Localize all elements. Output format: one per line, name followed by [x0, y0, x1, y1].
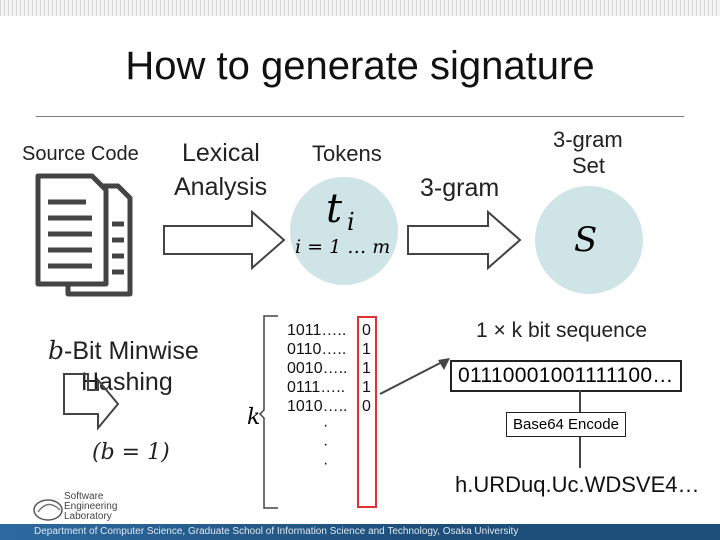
bit-row: 1011…..: [287, 322, 347, 339]
bit-value: 0: [362, 398, 371, 415]
three-gram-set-label-1: 3-gram: [553, 127, 623, 152]
dot: ·: [323, 455, 329, 472]
logo-line: Software: [64, 491, 104, 502]
dot: ·: [323, 417, 329, 434]
bit-sequence-label: 1 × k bit sequence: [476, 319, 648, 342]
bit-prefixes: 1011….. 0110….. 0010….. 0111….. 1010….. …: [287, 321, 359, 473]
bit-value: 1: [362, 379, 371, 396]
tokens-label: Tokens: [312, 141, 382, 166]
analysis-label: Analysis: [174, 173, 268, 201]
base64-encode-box: Base64 Encode: [506, 412, 626, 437]
token-t: t: [326, 186, 343, 232]
binary-string-box: 01110001001111100…: [450, 360, 682, 392]
minwise-text: -Bit Minwise: [64, 337, 199, 365]
lab-logo-icon: [33, 499, 63, 521]
set-symbol: S: [574, 220, 598, 260]
lexical-arrow: [163, 209, 286, 271]
top-stripes: [0, 0, 720, 16]
minwise-b: b: [48, 336, 65, 365]
logo-line: Laboratory: [64, 511, 112, 522]
three-gram-arrow: [407, 209, 522, 271]
minwise-arrow: [63, 373, 120, 431]
three-gram-set-label-2: Set: [572, 153, 606, 178]
footer-bar: Department of Computer Science, Graduate…: [0, 524, 720, 540]
lexical-label: Lexical: [182, 139, 260, 167]
title-divider: [36, 116, 684, 117]
b-equals-label: (b = 1): [92, 440, 170, 465]
token-range: i = 1 … m: [295, 236, 391, 258]
minwise-label-1: b-Bit Minwise: [48, 336, 199, 366]
logo-line: Engineering: [64, 501, 118, 512]
bit-value: 1: [362, 360, 371, 377]
tokens-circle: [290, 177, 398, 285]
bit-row: 0110…..: [287, 341, 347, 358]
bit-value: 0: [362, 322, 371, 339]
three-gram-label: 3-gram: [420, 174, 500, 202]
selected-bits-box: [357, 316, 377, 508]
encoded-signature: h.URDuq.Uc.WDSVE4…: [455, 472, 700, 497]
bit-row: 1010…..: [287, 398, 348, 415]
slide-title: How to generate signature: [125, 44, 595, 88]
lab-logo-text: Software Engineering Laboratory: [64, 492, 117, 522]
k-label: k: [247, 405, 261, 430]
to-sequence-arrow: [379, 358, 450, 395]
selected-bits: 0 1 1 1 0: [362, 321, 371, 416]
set-circle: [535, 186, 643, 294]
k-bracket: [258, 315, 278, 509]
bit-row: 0010…..: [287, 360, 348, 377]
dots: · · ·: [287, 416, 359, 473]
source-code-label: Source Code: [22, 143, 139, 165]
token-i: i: [347, 208, 355, 236]
minwise-label-2: Hashing: [81, 368, 173, 396]
document-stack-icon: [35, 173, 133, 297]
bit-row: 0111…..: [287, 379, 346, 396]
dot: ·: [323, 436, 329, 453]
bit-value: 1: [362, 341, 371, 358]
